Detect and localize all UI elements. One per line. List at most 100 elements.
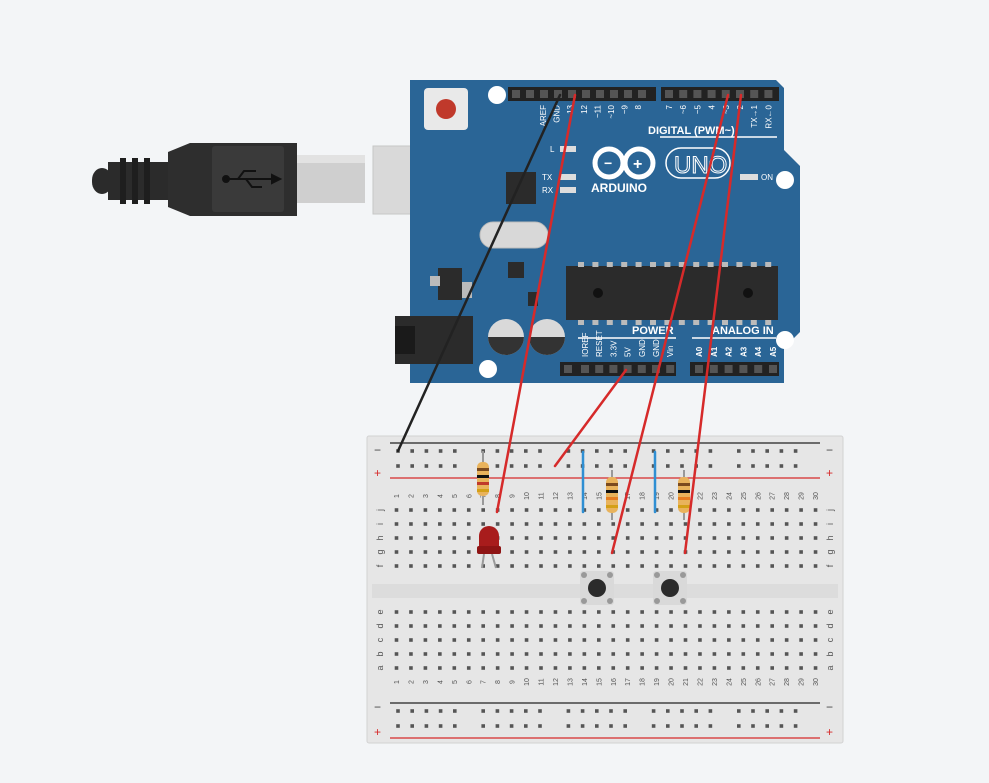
bb-hole[interactable]	[784, 638, 789, 642]
wire-pin3-red[interactable]	[610, 93, 730, 555]
bb-hole[interactable]	[755, 624, 760, 628]
rail-hole[interactable]	[438, 464, 443, 468]
rail-hole[interactable]	[708, 709, 713, 713]
bb-hole[interactable]	[423, 624, 428, 628]
bb-hole[interactable]	[669, 564, 673, 568]
bb-hole[interactable]	[510, 666, 514, 670]
bb-hole[interactable]	[438, 536, 442, 540]
bb-hole[interactable]	[741, 564, 746, 568]
bb-hole[interactable]	[524, 522, 529, 526]
rail-hole[interactable]	[779, 449, 784, 453]
bb-hole[interactable]	[813, 610, 818, 614]
bb-hole[interactable]	[553, 508, 558, 512]
rail-hole[interactable]	[424, 724, 429, 728]
bb-hole[interactable]	[423, 564, 428, 568]
bb-hole[interactable]	[452, 652, 457, 656]
bb-hole[interactable]	[727, 564, 731, 568]
bb-hole[interactable]	[611, 638, 616, 642]
bb-hole[interactable]	[524, 610, 529, 614]
bb-hole[interactable]	[510, 536, 514, 540]
rail-hole[interactable]	[694, 709, 698, 713]
bb-hole[interactable]	[568, 536, 572, 540]
analog-header[interactable]	[690, 362, 779, 376]
bb-hole[interactable]	[466, 652, 471, 656]
header-pin[interactable]	[754, 365, 763, 373]
rail-hole[interactable]	[737, 724, 741, 728]
bb-hole[interactable]	[452, 522, 457, 526]
bb-hole[interactable]	[813, 550, 818, 554]
rail-hole[interactable]	[424, 464, 429, 468]
rail-hole[interactable]	[666, 724, 670, 728]
bb-hole[interactable]	[553, 624, 558, 628]
bb-hole[interactable]	[669, 508, 673, 512]
bb-hole[interactable]	[423, 638, 428, 642]
bb-hole[interactable]	[625, 550, 630, 554]
bb-hole[interactable]	[553, 610, 558, 614]
bb-hole[interactable]	[625, 522, 630, 526]
bb-hole[interactable]	[741, 508, 746, 512]
bb-hole[interactable]	[727, 522, 731, 526]
wires[interactable]	[396, 93, 743, 555]
bb-hole[interactable]	[394, 638, 399, 642]
rail-hole[interactable]	[793, 449, 798, 453]
rail-hole[interactable]	[779, 724, 784, 728]
wire-5v-red[interactable]	[553, 368, 628, 468]
bb-hole[interactable]	[625, 666, 630, 670]
bb-hole[interactable]	[394, 550, 399, 554]
header-pin[interactable]	[638, 90, 646, 98]
bb-hole[interactable]	[683, 564, 688, 568]
bb-hole[interactable]	[741, 638, 746, 642]
digital-header[interactable]	[508, 87, 779, 101]
rail-hole[interactable]	[396, 709, 400, 713]
bb-hole[interactable]	[495, 638, 500, 642]
bb-hole[interactable]	[495, 564, 500, 568]
bb-hole[interactable]	[394, 508, 399, 512]
rail-hole[interactable]	[737, 449, 741, 453]
bb-hole[interactable]	[539, 624, 543, 628]
rail-hole[interactable]	[509, 709, 514, 713]
bb-hole[interactable]	[741, 536, 746, 540]
bb-hole[interactable]	[799, 666, 803, 670]
rail-hole[interactable]	[509, 449, 514, 453]
bb-hole[interactable]	[669, 522, 673, 526]
bb-hole[interactable]	[784, 610, 789, 614]
header-pin[interactable]	[581, 365, 589, 373]
rail-hole[interactable]	[566, 724, 571, 728]
bb-hole[interactable]	[394, 624, 399, 628]
rail-hole[interactable]	[453, 449, 457, 453]
rail-hole[interactable]	[495, 724, 500, 728]
rail-hole[interactable]	[566, 464, 571, 468]
bb-hole[interactable]	[466, 564, 471, 568]
bb-hole[interactable]	[481, 638, 485, 642]
bb-hole[interactable]	[784, 508, 789, 512]
bb-hole[interactable]	[654, 624, 659, 628]
bb-hole[interactable]	[597, 652, 601, 656]
rail-hole[interactable]	[651, 724, 656, 728]
rail-hole[interactable]	[623, 724, 627, 728]
bb-hole[interactable]	[597, 550, 601, 554]
rail-hole[interactable]	[481, 724, 485, 728]
bb-hole[interactable]	[654, 550, 659, 554]
bb-hole[interactable]	[813, 522, 818, 526]
bb-hole[interactable]	[553, 550, 558, 554]
resistor-icon[interactable]	[678, 470, 690, 520]
bb-hole[interactable]	[770, 508, 774, 512]
rail-hole[interactable]	[680, 464, 684, 468]
bb-hole[interactable]	[727, 536, 731, 540]
rail-hole[interactable]	[524, 449, 528, 453]
rail-hole[interactable]	[666, 464, 670, 468]
bb-hole[interactable]	[495, 652, 500, 656]
rail-hole[interactable]	[438, 709, 443, 713]
bb-hole[interactable]	[394, 666, 399, 670]
rail-hole[interactable]	[538, 709, 542, 713]
bb-hole[interactable]	[741, 666, 746, 670]
bb-hole[interactable]	[452, 550, 457, 554]
bb-hole[interactable]	[712, 522, 717, 526]
bb-hole[interactable]	[409, 564, 413, 568]
rail-hole[interactable]	[623, 449, 627, 453]
bb-hole[interactable]	[784, 652, 789, 656]
bb-hole[interactable]	[770, 610, 774, 614]
rail-hole[interactable]	[708, 449, 713, 453]
bb-hole[interactable]	[466, 508, 471, 512]
bb-hole[interactable]	[539, 522, 543, 526]
